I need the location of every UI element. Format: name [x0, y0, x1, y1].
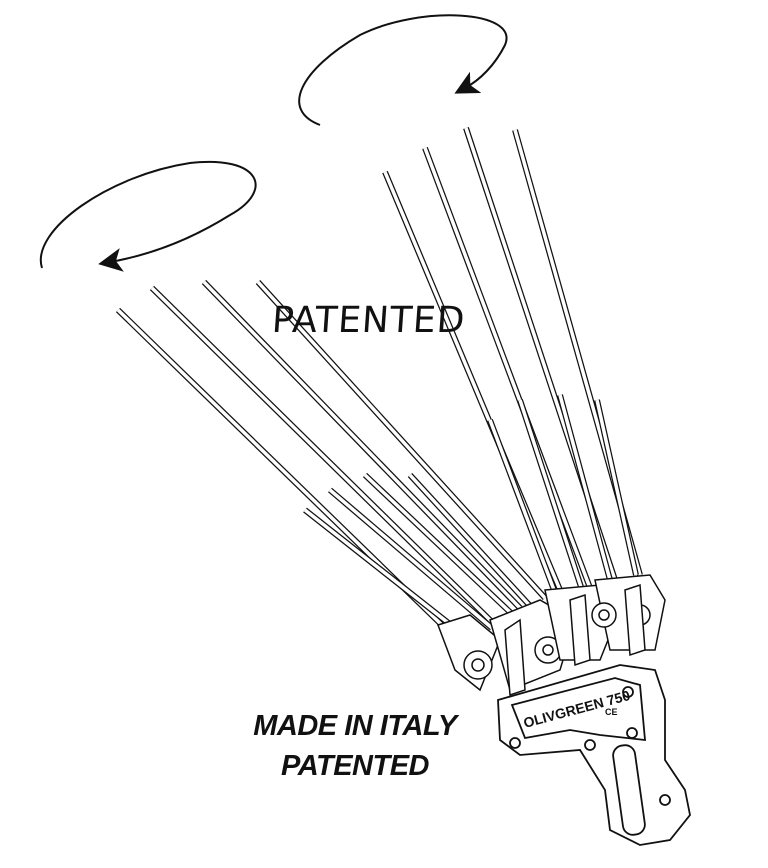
rotation-arrow-right-icon — [298, 14, 508, 126]
svg-text:CE: CE — [605, 707, 618, 717]
caption-line-2: PATENTED — [281, 750, 429, 782]
rod — [518, 399, 584, 591]
rods — [115, 127, 643, 643]
rod — [408, 473, 534, 610]
rod — [423, 147, 592, 589]
caption-line-1: MADE IN ITALY — [253, 710, 457, 742]
rod-clamp-head — [437, 574, 666, 697]
rod — [558, 394, 612, 581]
rod — [202, 280, 522, 610]
rod — [328, 488, 494, 630]
rod — [150, 286, 494, 624]
rod — [488, 419, 559, 599]
handle-body: OLIVGREEN 750 CE — [497, 664, 691, 846]
rod — [363, 473, 514, 616]
rod — [256, 280, 547, 600]
rod — [303, 508, 472, 642]
rod — [595, 399, 638, 576]
rod — [383, 171, 562, 591]
rotation-arrow-left-icon — [39, 160, 257, 272]
patented-script-label: PATENTED — [270, 300, 467, 341]
made-in-italy-caption: MADE IN ITALY PATENTED — [250, 706, 460, 786]
